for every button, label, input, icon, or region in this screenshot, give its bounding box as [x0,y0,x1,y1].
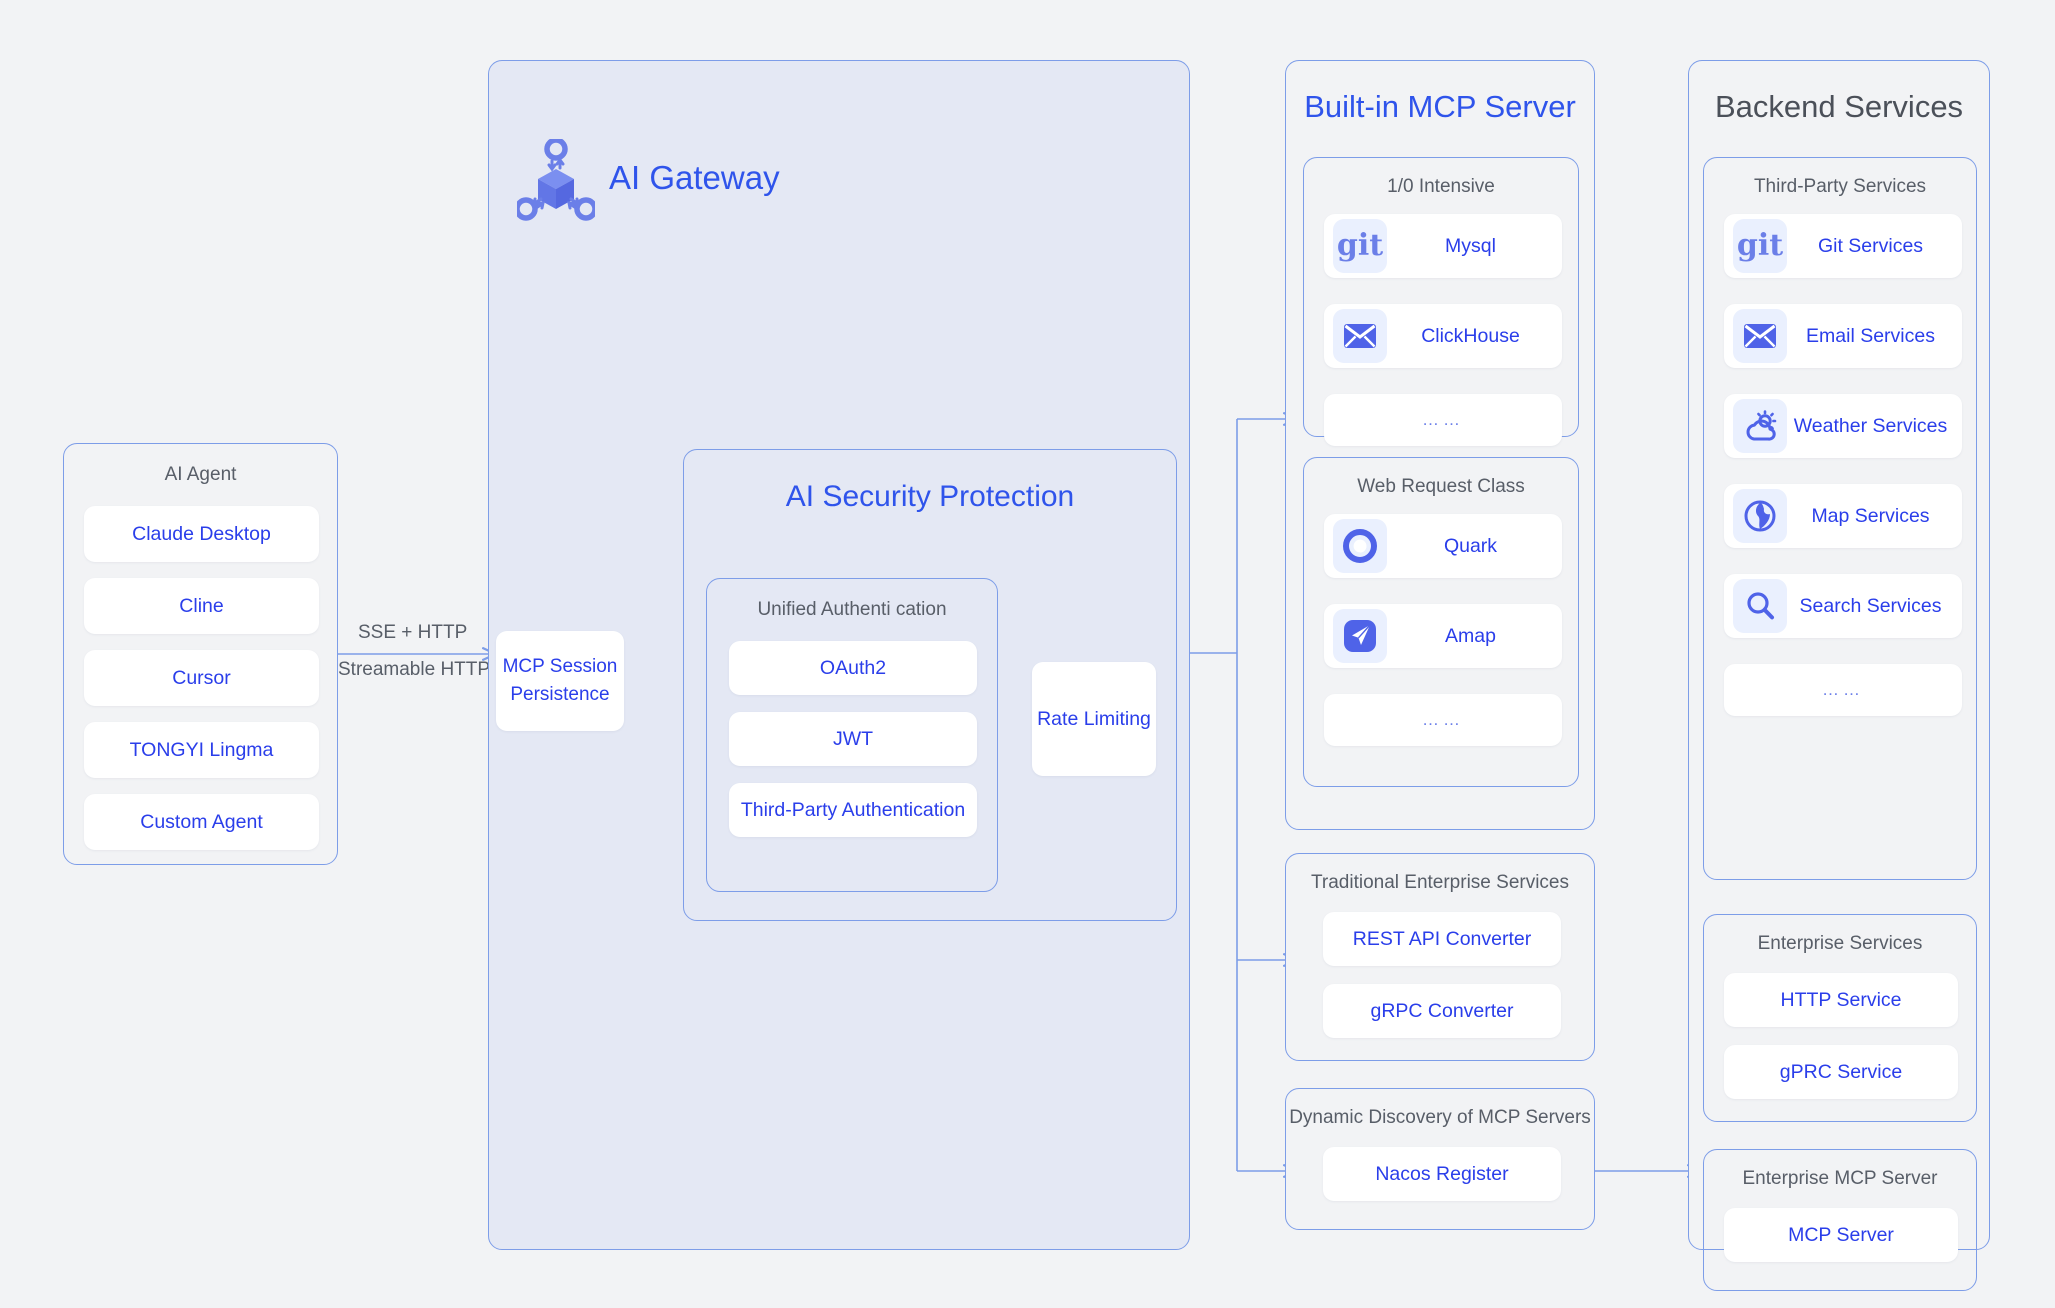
git-icon: git [1733,219,1787,273]
group-traditional-enterprise-services-title: Traditional Enterprise Services [1310,872,1569,893]
ellipsis-label: …… [1422,410,1464,429]
group-web-request-class-title: Web Request Class [1357,476,1525,497]
builtin-item-nacos-register[interactable]: Nacos Register [1323,1147,1561,1201]
backend-services-title: Backend Services [1714,89,1964,124]
weather-cloud-sun-icon [1733,399,1787,453]
builtin-item-mysql[interactable]: git Mysql [1324,214,1562,278]
backend-item-email-services[interactable]: Email Services [1724,304,1962,368]
agent-custom-agent[interactable]: Custom Agent [84,794,319,850]
rate-limiting-label: Rate Limiting [1037,707,1151,730]
builtin-item-label: gRPC Converter [1370,999,1514,1022]
group-third-party-services: Third-Party Services git Git Services Em… [1703,157,1977,880]
builtin-item-grpc-converter[interactable]: gRPC Converter [1323,984,1561,1038]
agent-label: Cline [179,594,224,617]
backend-item-label: Git Services [1817,234,1924,257]
ai-security-protection-panel: AI Security Protection Unified Authenti … [683,449,1177,921]
builtin-item-amap[interactable]: Amap [1324,604,1562,668]
mcp-session-line1: MCP Session [502,656,618,678]
builtin-item-label: Quark [1443,534,1498,557]
builtin-item-label: Mysql [1445,234,1496,257]
builtin-item-label: ClickHouse [1421,324,1520,347]
backend-item-label: HTTP Service [1780,988,1902,1011]
builtin-item-more-io[interactable]: …… [1324,394,1562,446]
agent-tongyi-lingma[interactable]: TONGYI Lingma [84,722,319,778]
builtin-item-label: REST API Converter [1352,927,1532,950]
group-enterprise-services: Enterprise Services HTTP Service gPRC Se… [1703,914,1977,1122]
auth-oauth2[interactable]: OAuth2 [729,641,977,695]
unified-authentication-title: Unified Authenti cation [757,599,947,620]
agent-cursor[interactable]: Cursor [84,650,319,706]
builtin-item-more-web[interactable]: …… [1324,694,1562,746]
agent-label: TONGYI Lingma [129,738,274,761]
backend-item-http-service[interactable]: HTTP Service [1724,973,1958,1027]
builtin-item-clickhouse[interactable]: ClickHouse [1324,304,1562,368]
unified-authentication-group: Unified Authenti cation OAuth2 JWT Third… [706,578,998,892]
mcp-session-line2: Persistence [510,684,610,705]
backend-services-panel: Backend Services Third-Party Services gi… [1688,60,1990,1291]
backend-item-label: Search Services [1799,594,1942,617]
ai-agent-title: AI Agent [164,464,237,485]
ai-gateway-title: AI Gateway [609,159,780,196]
group-io-intensive-title: 1/0 Intensive [1387,176,1495,197]
group-web-request-class: Web Request Class Quark [1303,457,1579,787]
ai-gateway-panel: AI Gateway MCP Session Persistence AI Se… [488,60,1190,1250]
agent-label: Claude Desktop [132,522,271,545]
backend-item-label: Map Services [1811,504,1930,527]
envelope-icon [1733,309,1787,363]
rate-limiting-card[interactable]: Rate Limiting [1032,662,1156,776]
globe-icon [1733,489,1787,543]
backend-item-label: MCP Server [1788,1223,1894,1246]
magnifier-icon [1733,579,1787,633]
backend-item-weather-services[interactable]: Weather Services [1724,394,1962,458]
git-icon: git [1333,219,1387,273]
ai-agent-panel: AI Agent Claude Desktop Cline Cursor TON… [63,443,338,865]
auth-jwt[interactable]: JWT [729,712,977,766]
backend-item-label: Weather Services [1793,414,1948,437]
builtin-mcp-server-panel: Built-in MCP Server 1/0 Intensive git My… [1285,60,1595,830]
builtin-item-quark[interactable]: Quark [1324,514,1562,578]
group-dynamic-discovery-title: Dynamic Discovery of MCP Servers [1289,1107,1591,1128]
ellipsis-label: …… [1822,680,1864,699]
agent-label: Cursor [172,666,231,689]
auth-label: JWT [832,727,874,750]
group-io-intensive: 1/0 Intensive git Mysql ClickHouse [1303,157,1579,446]
group-dynamic-discovery: Dynamic Discovery of MCP Servers Nacos R… [1285,1088,1595,1230]
backend-item-more-third-party[interactable]: …… [1724,664,1962,716]
group-enterprise-mcp-server-title: Enterprise MCP Server [1742,1168,1938,1189]
group-third-party-services-title: Third-Party Services [1753,176,1927,197]
amap-navigation-icon [1333,609,1387,663]
auth-third-party-authentication[interactable]: Third-Party Authentication [729,783,977,837]
envelope-icon [1333,309,1387,363]
builtin-mcp-server-title: Built-in MCP Server [1304,89,1576,124]
group-enterprise-services-title: Enterprise Services [1757,933,1923,954]
agent-cline[interactable]: Cline [84,578,319,634]
group-traditional-enterprise-services: Traditional Enterprise Services REST API… [1285,853,1595,1061]
cube-network-icon [514,137,598,226]
group-enterprise-mcp-server: Enterprise MCP Server MCP Server [1703,1149,1977,1291]
builtin-item-label: Nacos Register [1375,1162,1509,1185]
backend-item-label: Email Services [1806,324,1935,347]
builtin-item-label: Amap [1445,624,1496,647]
quark-ring-icon [1333,519,1387,573]
backend-item-git-services[interactable]: git Git Services [1724,214,1962,278]
backend-item-gprc-service[interactable]: gPRC Service [1724,1045,1958,1099]
agent-label: Custom Agent [140,810,263,833]
backend-item-search-services[interactable]: Search Services [1724,574,1962,638]
ai-security-protection-title: AI Security Protection [785,480,1075,513]
auth-label: Third-Party Authentication [740,798,966,821]
edge-label-streamable-http: Streamable HTTP [338,659,491,680]
mcp-session-persistence-card[interactable]: MCP Session Persistence [496,631,624,731]
backend-item-label: gPRC Service [1779,1060,1903,1083]
builtin-item-rest-api-converter[interactable]: REST API Converter [1323,912,1561,966]
backend-item-mcp-server[interactable]: MCP Server [1724,1208,1958,1262]
agent-claude-desktop[interactable]: Claude Desktop [84,506,319,562]
ellipsis-label: …… [1422,710,1464,729]
auth-label: OAuth2 [819,656,887,679]
edge-label-sse-http: SSE + HTTP [358,622,468,643]
backend-item-map-services[interactable]: Map Services [1724,484,1962,548]
